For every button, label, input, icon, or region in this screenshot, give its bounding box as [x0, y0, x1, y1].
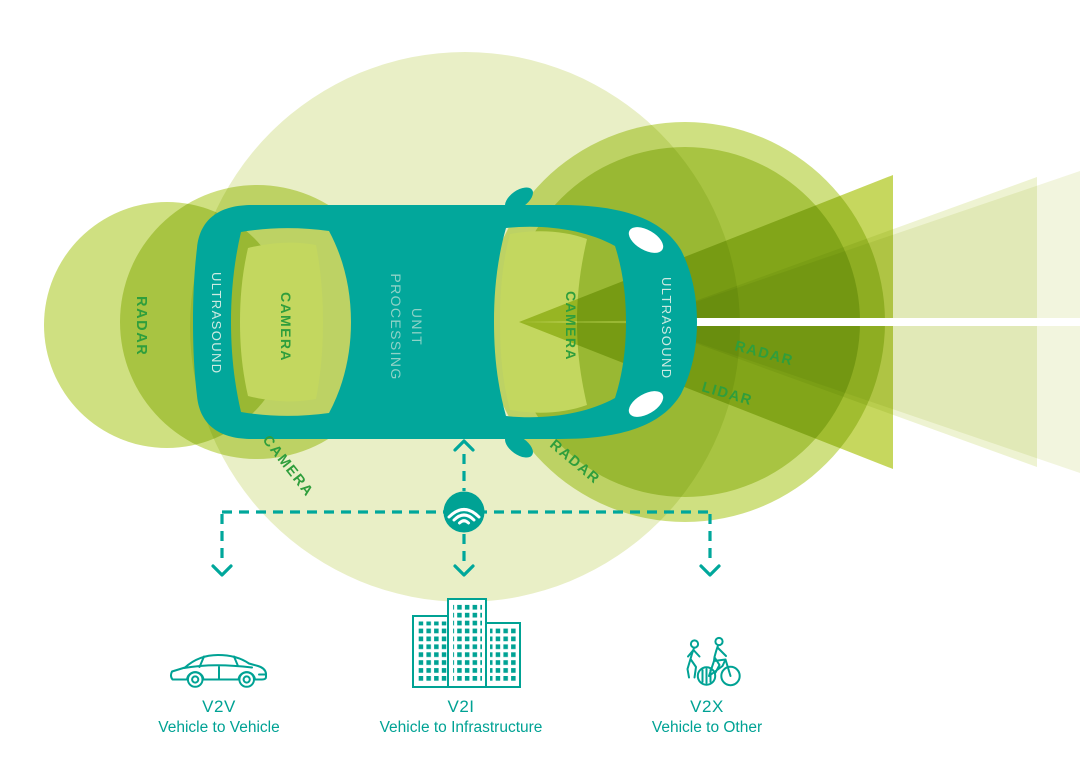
hub-circle [443, 491, 485, 533]
connectivity-captions: V2V Vehicle to Vehicle V2I Vehicle to In… [158, 697, 762, 736]
headlight-top-icon [628, 227, 664, 253]
processing-unit-label-line1: PROCESSING [388, 273, 404, 380]
camera-rear-label: CAMERA [278, 292, 294, 362]
car-body [193, 205, 697, 439]
right-mirror-icon [505, 434, 533, 458]
v2x-label: Vehicle to Other [652, 719, 762, 736]
camera-front-label: CAMERA [563, 291, 579, 361]
radar-rear-label: RADAR [133, 296, 149, 356]
v2x-abbr: V2X [690, 697, 724, 716]
lidar-cone-upper [519, 175, 893, 322]
processing-unit-label-line2: UNIT [409, 308, 425, 346]
arrow-down-left-icon [211, 564, 233, 577]
v2i-label: Vehicle to Infrastructure [380, 719, 543, 736]
v2v-abbr: V2V [202, 697, 236, 716]
pedestrian-cyclist-icon [686, 636, 741, 687]
ultrasound-front-label: ULTRASOUND [659, 277, 674, 380]
v2i-abbr: V2I [447, 697, 474, 716]
car-top-view [193, 187, 697, 458]
arrow-down-right-icon [699, 564, 721, 577]
car-icon [169, 654, 267, 688]
arrow-down-middle-icon [453, 564, 475, 577]
car-glass [240, 231, 587, 413]
wifi-hub [443, 491, 485, 533]
car-sensor-labels: ULTRASOUND CAMERA PROCESSING UNIT CAMERA… [209, 272, 674, 381]
rear-window [240, 242, 323, 402]
arrow-up-icon [453, 439, 475, 452]
connectivity-links [211, 439, 721, 577]
wifi-icon [447, 508, 481, 525]
headlight-bottom-icon [628, 391, 664, 417]
ultrasound-rear-label: ULTRASOUND [209, 272, 224, 375]
v2v-label: Vehicle to Vehicle [158, 719, 280, 736]
lidar-cone-lower [519, 322, 893, 469]
windshield [500, 231, 587, 413]
left-mirror-icon [505, 187, 533, 211]
beam-center-gap [688, 318, 1080, 326]
building-icon [412, 598, 521, 688]
